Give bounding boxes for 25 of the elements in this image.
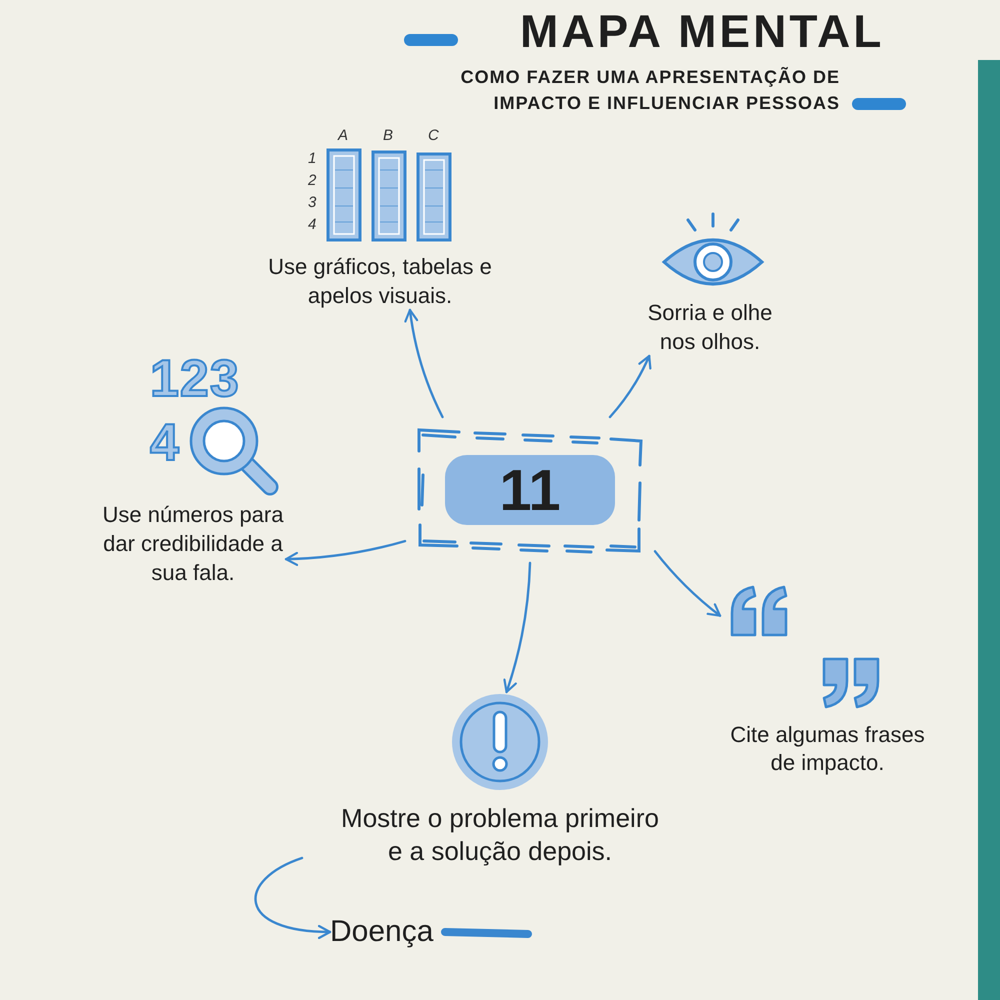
topic-text: Use números para dar credibilidade a sua fala. [100,500,286,587]
axis-label: C [428,127,439,145]
arrow [404,308,444,418]
axis-label: B [383,127,394,145]
topic-text: Cite algumas frases de impacto. [729,721,926,777]
outlined-numbers: 123 [150,350,240,408]
topic-text: Use gráficos, tabelas e apelos visuais. [240,252,520,310]
axis-label: 2 [308,172,316,190]
topic-text: Doença [330,912,445,952]
axis-label: 3 [308,194,316,212]
arrow [503,562,532,694]
subtitle: COMO FAZER UMA APRESENTAÇÃO DE IMPACTO E INFLUENCIAR PESSOAS [460,66,840,115]
axis-label: A [338,127,348,145]
arrow [254,856,332,939]
topic-text: Mostre o problema primeiro e a solução depois. [340,802,660,868]
connector-line [441,928,532,938]
outlined-numbers: 4 [150,414,180,472]
topic-text: Sorria e olhe nos olhos. [630,298,790,356]
axis-label: 1 [308,150,316,168]
arrow [654,550,722,617]
chapter-number: 11 [445,455,615,525]
arrow [608,354,652,418]
arrow [284,540,406,566]
axis-label: 4 [308,216,316,234]
title: MAPA MENTAL [520,4,884,58]
